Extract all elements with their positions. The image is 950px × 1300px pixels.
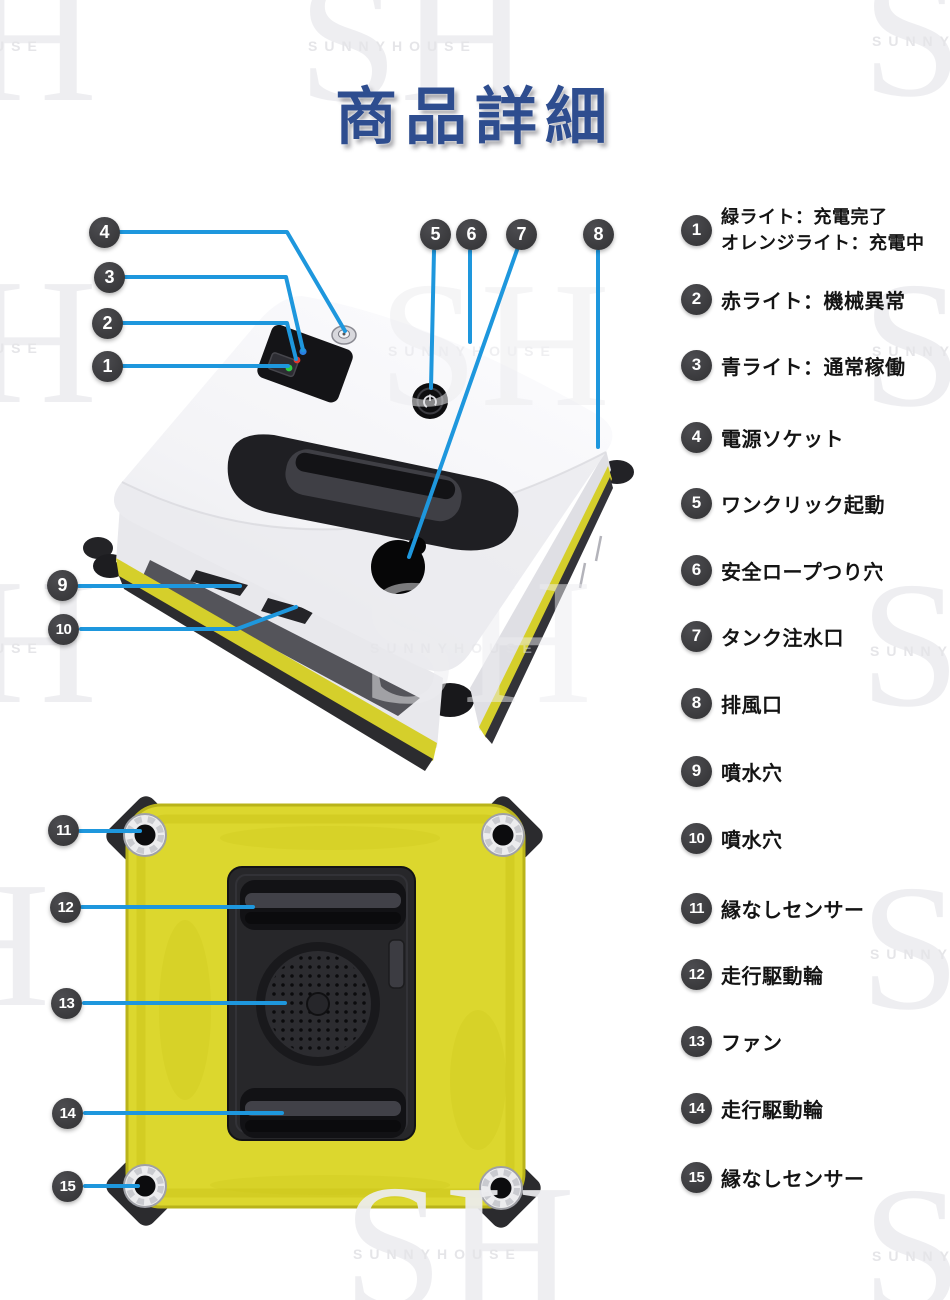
- legend-num-13: 13: [681, 1025, 712, 1057]
- legend-num-7: 7: [681, 620, 712, 652]
- legend-label-8: 排風口: [721, 694, 783, 717]
- legend-label-5: ワンクリック起動: [721, 494, 885, 517]
- indicator-panel: [257, 324, 353, 403]
- drive-wheel-bottom: [240, 1088, 406, 1138]
- legend-label-11: 縁なしセンサー: [721, 899, 865, 922]
- legend-num-2: 2: [681, 283, 712, 315]
- legend-item-2: 2 赤ライト：機械異常: [681, 283, 906, 315]
- marker-4: 4: [89, 217, 120, 248]
- legend-label-2: 赤ライト：機械異常: [721, 290, 906, 313]
- legend-label-15: 縁なしセンサー: [721, 1168, 865, 1191]
- marker-14: 14: [52, 1098, 83, 1129]
- marker-13: 13: [51, 988, 82, 1019]
- legend-label-4: 電源ソケット: [721, 428, 844, 451]
- legend-item-7: 7 タンク注水口: [681, 620, 844, 652]
- exhaust-vent-slits: [578, 535, 603, 589]
- legend-num-15: 15: [681, 1161, 712, 1193]
- marker-1: 1: [92, 351, 123, 382]
- legend-num-3: 3: [681, 349, 712, 381]
- marker-8: 8: [583, 219, 614, 250]
- legend-num-14: 14: [681, 1092, 712, 1124]
- power-button: [412, 383, 448, 419]
- marker-12: 12: [50, 892, 81, 923]
- legend-item-11: 11 縁なしセンサー: [681, 892, 865, 924]
- callout-line-5: [429, 249, 436, 390]
- legend-num-1: 1: [681, 214, 712, 246]
- legend-item-1: 1 緑ライト：充電完了 オレンジライト：充電中: [681, 207, 925, 253]
- legend-label-10: 噴水穴: [721, 829, 783, 852]
- legend-item-5: 5 ワンクリック起動: [681, 487, 885, 519]
- legend-label-3: 青ライト：通常稼働: [721, 356, 906, 379]
- callout-line-4: [117, 230, 347, 333]
- legend-item-4: 4 電源ソケット: [681, 421, 844, 453]
- chassis-slot: [388, 939, 405, 989]
- legend-label-14: 走行駆動輪: [721, 1099, 824, 1122]
- squeegee-strip: [142, 560, 420, 716]
- marker-15: 15: [52, 1171, 83, 1202]
- page-title: 商品詳細: [334, 83, 615, 152]
- legend-item-12: 12 走行駆動輪: [681, 958, 824, 990]
- marker-7: 7: [506, 219, 537, 250]
- legend-item-15: 15 縁なしセンサー: [681, 1161, 865, 1193]
- callout-line-10: [79, 605, 298, 631]
- legend-label-7: タンク注水口: [721, 627, 844, 650]
- marker-2: 2: [92, 308, 123, 339]
- legend-num-11: 11: [681, 892, 712, 924]
- legend-label-6: 安全ロープつり穴: [721, 561, 884, 584]
- marker-5: 5: [420, 219, 451, 250]
- marker-6: 6: [456, 219, 487, 250]
- legend-item-9: 9 噴水穴: [681, 755, 783, 787]
- legend-label-9: 噴水穴: [721, 762, 783, 785]
- pad-edge-right: [479, 466, 612, 738]
- legend-item-3: 3 青ライト：通常稼働: [681, 349, 906, 381]
- legend-label-1: 緑ライト：充電完了 オレンジライト：充電中: [721, 206, 925, 253]
- spray-nozzle-left: [190, 570, 248, 596]
- edge-sensors: [123, 813, 525, 1210]
- legend-num-5: 5: [681, 487, 712, 519]
- callout-line-2: [119, 321, 298, 361]
- legend-label-13: ファン: [721, 1032, 783, 1055]
- legend-num-9: 9: [681, 755, 712, 787]
- marker-11: 11: [48, 815, 79, 846]
- legend-label-12: 走行駆動輪: [721, 965, 824, 988]
- robot-top-view: [83, 296, 634, 771]
- legend-num-12: 12: [681, 958, 712, 990]
- legend-num-8: 8: [681, 687, 712, 719]
- pad-edge-front: [116, 558, 437, 761]
- marker-10: 10: [48, 614, 79, 645]
- legend-item-6: 6 安全ロープつり穴: [681, 554, 884, 586]
- legend-num-6: 6: [681, 554, 712, 586]
- marker-3: 3: [94, 262, 125, 293]
- legend-item-10: 10 噴水穴: [681, 822, 783, 854]
- legend-num-10: 10: [681, 822, 712, 854]
- legend-num-4: 4: [681, 421, 712, 453]
- legend-item-13: 13 ファン: [681, 1025, 783, 1057]
- callout-line-3: [121, 275, 305, 352]
- callout-line-7: [407, 248, 519, 559]
- fan: [256, 942, 380, 1066]
- marker-9: 9: [47, 570, 78, 601]
- drive-wheel-top: [240, 880, 406, 930]
- legend-item-14: 14 走行駆動輪: [681, 1092, 824, 1124]
- legend-item-8: 8 排風口: [681, 687, 783, 719]
